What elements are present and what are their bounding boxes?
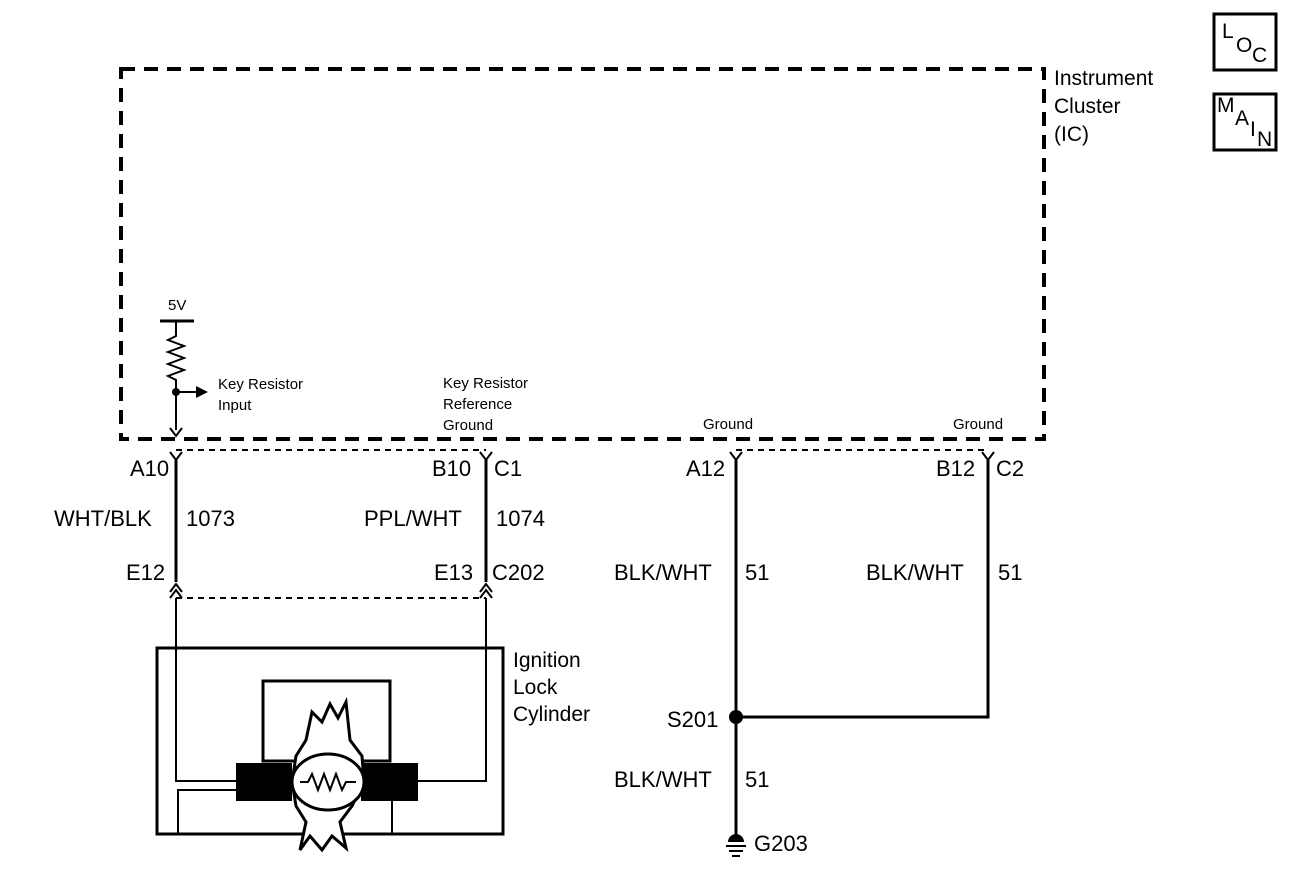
wire-a12-circuit: 51: [745, 560, 769, 585]
pin-e13-symbol-a: [479, 582, 493, 593]
key-resistor-element: [300, 771, 356, 793]
pin-b10-label: B10: [432, 456, 471, 481]
ignition-lock-label-2: Lock: [513, 676, 558, 699]
wire-1073-color: WHT/BLK: [54, 506, 152, 531]
main-letter-3: I: [1250, 118, 1256, 141]
loc-letter-1: L: [1222, 20, 1234, 43]
pin-a12-symbol: [729, 451, 743, 462]
pin-a10-label: A10: [130, 456, 169, 481]
wire-ground-circuit: 51: [745, 767, 769, 792]
wire-b12-color: BLK/WHT: [866, 560, 964, 585]
wire-a12-color: BLK/WHT: [614, 560, 712, 585]
wire-b12-circuit: 51: [998, 560, 1022, 585]
main-letter-4: N: [1257, 128, 1272, 151]
pin-e12-symbol-b: [169, 588, 183, 599]
pin-a12-label: A12: [686, 456, 725, 481]
key-resistor-ref-label-2: Reference: [443, 396, 512, 413]
splice-s201-dot: [729, 710, 743, 724]
lock-lead-left: [175, 598, 236, 782]
instrument-cluster-box: [119, 67, 1046, 441]
pin-a10-symbol: [169, 451, 183, 462]
wire-51-b12: [736, 460, 990, 719]
ground-g203-label: G203: [754, 831, 808, 856]
pin-e12-symbol-a: [169, 582, 183, 593]
pin-e13-label: E13: [434, 560, 473, 585]
ground-b12-label: Ground: [953, 416, 1003, 433]
input-arrow-head: [196, 386, 208, 398]
lock-lead-right: [418, 598, 487, 782]
ignition-lock-label-1: Ignition: [513, 649, 581, 672]
key-resistor-ref-label-3: Ground: [443, 417, 493, 434]
key-resistor-ref-label-1: Key Resistor: [443, 375, 528, 392]
ground-a12-label: Ground: [703, 416, 753, 433]
ground-g203-icon: [726, 834, 746, 857]
wire-1074-color: PPL/WHT: [364, 506, 462, 531]
main-badge: M A I N: [1212, 92, 1278, 152]
lock-contact-left: [236, 763, 292, 801]
connector-c2-label: C2: [996, 456, 1024, 481]
pin-e12-label: E12: [126, 560, 165, 585]
ignition-lock-label-3: Cylinder: [513, 703, 590, 726]
loc-letter-2: O: [1236, 34, 1252, 57]
loc-badge: L O C: [1212, 12, 1278, 72]
pullup-resistor: [165, 321, 187, 430]
main-letter-1: M: [1217, 94, 1235, 117]
key-resistor-input-label-1: Key Resistor: [218, 376, 303, 393]
connector-c1-label: C1: [494, 456, 522, 481]
supply-voltage-label: 5V: [168, 297, 186, 314]
main-letter-2: A: [1235, 107, 1249, 130]
cluster-title-line2: Cluster: [1054, 95, 1121, 118]
connector-c202-label: C202: [492, 560, 545, 585]
cluster-title-line3: (IC): [1054, 123, 1089, 146]
pin-b12-label: B12: [936, 456, 975, 481]
wire-1073-circuit: 1073: [186, 506, 235, 531]
wire-ground-color: BLK/WHT: [614, 767, 712, 792]
cluster-title-line1: Instrument: [1054, 67, 1153, 90]
pin-b12-symbol: [981, 451, 995, 462]
pin-e13-symbol-b: [479, 588, 493, 599]
splice-s201-label: S201: [667, 707, 718, 732]
key-resistor-input-label-2: Input: [218, 397, 252, 414]
pin-b10-symbol: [479, 451, 493, 462]
wire-1074-circuit: 1074: [496, 506, 545, 531]
lock-outer-lead-left: [177, 789, 236, 834]
loc-letter-3: C: [1252, 44, 1267, 67]
pin-a10-arrow: [169, 427, 183, 438]
lock-contact-right: [361, 763, 418, 801]
